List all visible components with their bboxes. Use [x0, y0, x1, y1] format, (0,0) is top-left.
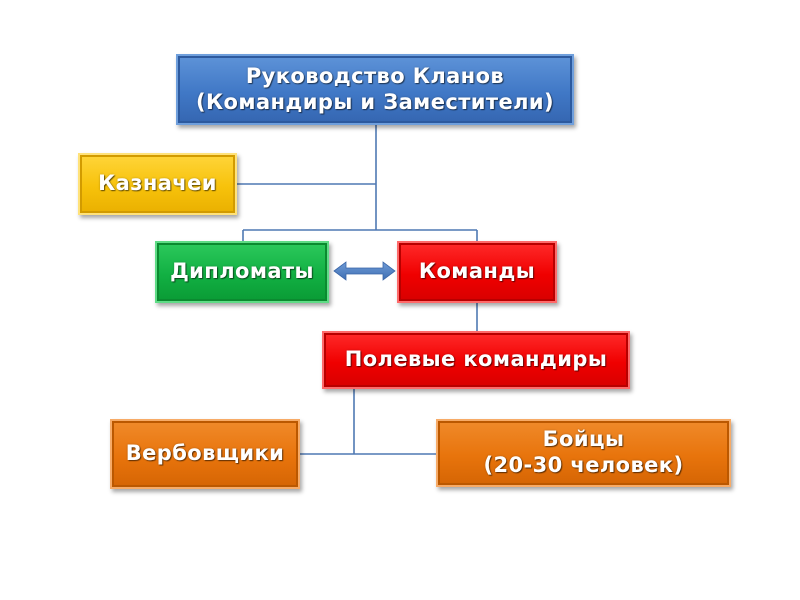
node-field-commanders: Полевые командиры — [322, 331, 630, 389]
node-treasurers: Казначеи — [78, 153, 237, 215]
node-label-line: (Командиры и Заместители) — [195, 89, 554, 114]
node-label-line: Команды — [418, 259, 536, 284]
node-label-line: (20-30 человек) — [483, 453, 684, 477]
node-label-line: Дипломаты — [170, 259, 314, 284]
node-label-line: Бойцы — [542, 427, 625, 452]
node-recruiters: Вербовщики — [110, 419, 300, 489]
double-arrow-icon — [333, 261, 396, 281]
node-label-line: Казначеи — [98, 171, 217, 196]
node-teams: Команды — [397, 241, 557, 303]
node-label-line: Полевые командиры — [344, 347, 608, 372]
node-fighters: Бойцы (20-30 человек) — [436, 419, 731, 487]
node-clan-leadership: Руководство Кланов (Командиры и Заместит… — [176, 54, 574, 125]
node-diplomats: Дипломаты — [155, 241, 329, 303]
node-label-line: Руководство Кланов — [245, 63, 505, 88]
node-label-line: Вербовщики — [125, 441, 285, 466]
